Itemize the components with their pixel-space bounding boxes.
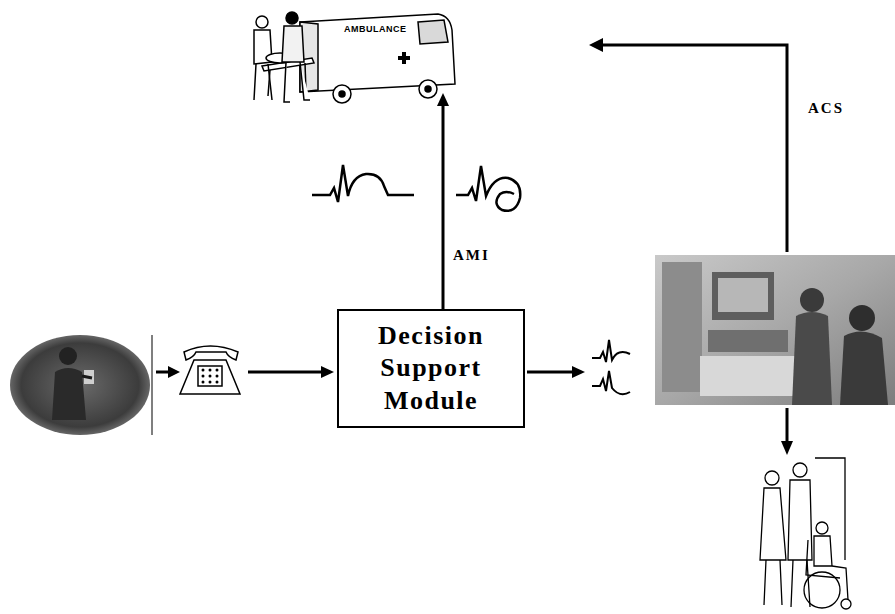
hospital-photo bbox=[708, 330, 788, 352]
flow-arrow bbox=[781, 441, 793, 455]
ecg-trace bbox=[456, 166, 520, 211]
doctor-patient-illustration bbox=[760, 458, 851, 609]
ecg-trace bbox=[312, 165, 414, 202]
telephone-icon bbox=[202, 381, 205, 384]
hospital-photo bbox=[700, 356, 800, 396]
doctor-patient-illustration bbox=[814, 536, 832, 566]
flow-connector bbox=[437, 93, 449, 309]
hospital-photo bbox=[655, 255, 895, 405]
ecg-trace bbox=[592, 340, 630, 394]
divider-line bbox=[151, 335, 153, 435]
ambulance-illustration bbox=[254, 12, 455, 103]
node-text: Decision Support Module bbox=[351, 320, 511, 418]
caller-photo bbox=[10, 335, 150, 435]
caller-photo bbox=[10, 335, 150, 435]
ambulance-illustration bbox=[339, 91, 345, 97]
telephone-icon bbox=[180, 346, 240, 394]
ambulance-illustration bbox=[398, 52, 410, 64]
route-label: ACS bbox=[806, 100, 846, 117]
hospital-photo bbox=[712, 272, 774, 320]
flow-arrow bbox=[168, 366, 180, 378]
flow-arrow bbox=[527, 371, 574, 374]
ambulance-illustration bbox=[286, 12, 298, 24]
telephone-icon bbox=[209, 375, 212, 378]
hospital-photo bbox=[655, 255, 895, 405]
doctor-patient-illustration bbox=[816, 522, 828, 534]
telephone-icon bbox=[216, 369, 219, 372]
doctor-patient-illustration bbox=[841, 599, 851, 609]
telephone-icon bbox=[202, 375, 205, 378]
ambulance-illustration bbox=[282, 26, 304, 62]
doctor-patient-illustration bbox=[765, 471, 779, 485]
telephone-icon bbox=[184, 346, 238, 360]
ambulance-van: AMBULANCE bbox=[318, 17, 452, 93]
flow-arrow bbox=[527, 366, 585, 378]
flow-connector bbox=[442, 103, 445, 309]
ambulance-illustration bbox=[425, 86, 431, 92]
ambulance-illustration bbox=[284, 62, 310, 102]
doctor-patient-illustration bbox=[788, 480, 812, 560]
edge-label: AMI bbox=[451, 247, 492, 264]
process-box: Decision Support Module bbox=[337, 309, 525, 428]
ecg-trace bbox=[592, 340, 630, 362]
hospital-photo bbox=[662, 262, 702, 392]
flow-arrow bbox=[781, 408, 793, 455]
hospital-photo bbox=[718, 278, 768, 312]
telephone-icon bbox=[216, 375, 219, 378]
ambulance-illustration bbox=[256, 16, 268, 28]
acs-arrow bbox=[589, 38, 603, 52]
hospital-photo bbox=[800, 288, 824, 312]
ambulance-illustration bbox=[333, 85, 351, 103]
flow-arrow bbox=[572, 366, 585, 378]
hospital-photo bbox=[849, 305, 875, 331]
acs-arrow bbox=[589, 38, 787, 252]
flow-arrow bbox=[248, 371, 323, 374]
doctor-patient-illustration bbox=[832, 566, 848, 600]
doctor-patient-illustration bbox=[764, 560, 782, 605]
ambulance-illustration bbox=[418, 20, 448, 44]
flow-arrow bbox=[156, 371, 170, 374]
telephone-icon bbox=[216, 381, 219, 384]
hospital-photo bbox=[840, 331, 888, 405]
flow-arrow bbox=[321, 366, 334, 378]
doctor-patient-illustration bbox=[806, 540, 840, 578]
telephone-icon bbox=[209, 369, 212, 372]
telephone-icon bbox=[202, 369, 219, 384]
ambulance-illustration bbox=[419, 80, 437, 98]
acs-arrow bbox=[601, 45, 787, 252]
doctor-patient-illustration bbox=[793, 463, 807, 477]
flow-arrow bbox=[156, 366, 180, 378]
caller-photo bbox=[52, 368, 86, 420]
caller-photo bbox=[59, 347, 77, 365]
telephone-icon bbox=[180, 360, 240, 394]
ecg-trace bbox=[592, 371, 630, 394]
telephone-icon bbox=[209, 381, 212, 384]
ambulance-illustration bbox=[254, 64, 272, 100]
node-text: AMBULANCE bbox=[344, 24, 407, 34]
flow-arrow bbox=[248, 366, 334, 378]
doctor-patient-illustration bbox=[760, 488, 786, 560]
ecg-trace bbox=[312, 165, 520, 211]
flow-arrow bbox=[786, 408, 789, 443]
telephone-icon bbox=[198, 366, 222, 386]
hospital-photo bbox=[792, 312, 832, 405]
telephone-icon bbox=[202, 369, 205, 372]
flow-connector bbox=[437, 93, 449, 106]
caller-photo bbox=[82, 376, 92, 378]
